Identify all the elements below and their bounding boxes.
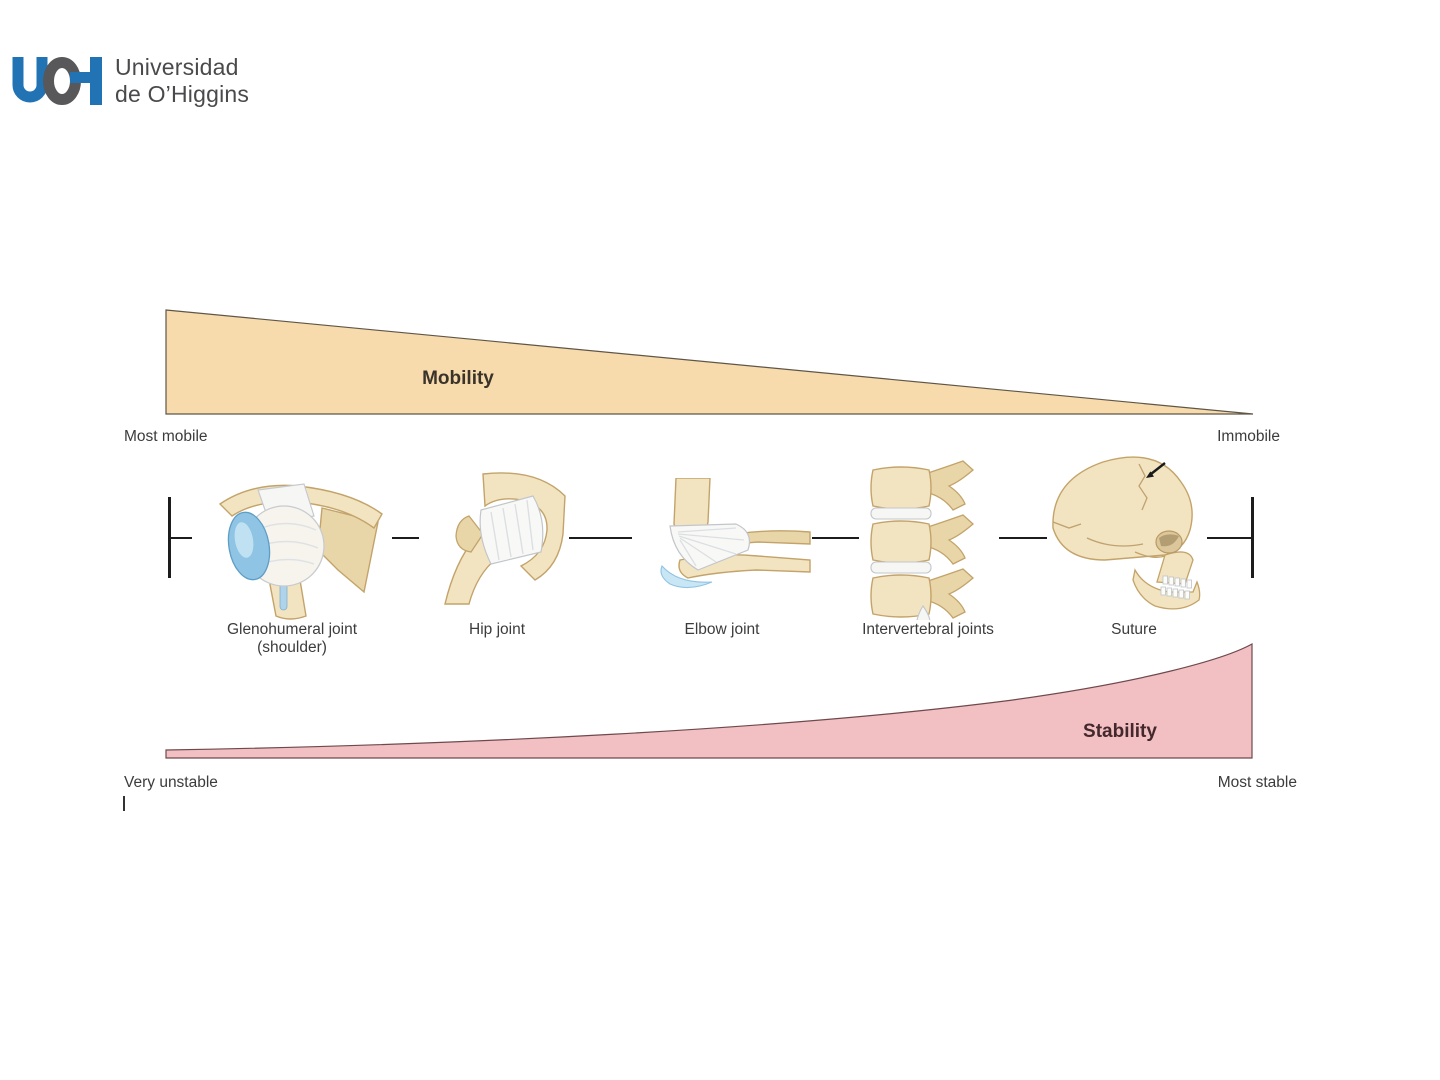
- hip-joint-illustration: [419, 470, 569, 605]
- shoulder-joint-icon: [218, 483, 383, 620]
- mobility-wedge-shape: [165, 309, 1254, 415]
- hip-joint-icon: [444, 472, 566, 605]
- teeth: [1160, 575, 1192, 600]
- university-logo: Universidad de O’Higgins: [12, 52, 372, 112]
- stability-curve: [165, 642, 1253, 759]
- stability-band-label: Stability: [1083, 721, 1157, 742]
- stability-wedge-shape: [165, 642, 1253, 759]
- axis-right-tick: [1251, 497, 1254, 578]
- university-name-line1: Universidad: [115, 54, 239, 80]
- coronal-suture-line: [1138, 463, 1148, 511]
- vertebrae-icon: [870, 460, 974, 629]
- most-stable-label: Most stable: [1217, 774, 1297, 791]
- university-name-line2: de O’Higgins: [115, 81, 250, 107]
- mobility-band-label: Mobility: [422, 368, 494, 389]
- uoh-logo-icon: [12, 57, 102, 105]
- elbow-joint-label: Elbow joint: [602, 621, 842, 639]
- axis-left-tick: [168, 497, 171, 578]
- very-unstable-label: Very unstable: [124, 774, 218, 791]
- intervertebral-joints-label: Intervertebral joints: [808, 621, 1048, 639]
- mobility-wedge: Mobility: [165, 307, 1255, 417]
- joint-label-line1: Suture: [1111, 621, 1157, 638]
- elbow-joint-icon: [660, 477, 811, 589]
- joint-label-line2: (shoulder): [257, 638, 327, 656]
- elbow-joint-illustration: [632, 477, 812, 603]
- joint-label-line1: Hip joint: [469, 621, 525, 638]
- most-mobile-label: Most mobile: [124, 428, 208, 445]
- glenohumeral-joint-label: Glenohumeral joint (shoulder): [172, 621, 412, 656]
- mobility-triangle: [165, 309, 1254, 415]
- logo-letter-u: [12, 57, 48, 103]
- joint-label-line1: Intervertebral joints: [862, 621, 994, 638]
- text-cursor[interactable]: [123, 796, 125, 811]
- joint-label-line1: Elbow joint: [684, 621, 760, 638]
- university-name: Universidad de O’Higgins: [115, 54, 249, 108]
- glenohumeral-joint-illustration: [192, 460, 392, 620]
- joint-label-line1: Glenohumeral joint: [226, 621, 358, 638]
- skull-icon: [1052, 456, 1201, 610]
- suture-illustration: [1047, 452, 1207, 620]
- suture-label: Suture: [1014, 621, 1254, 639]
- immobile-label: Immobile: [1217, 428, 1280, 445]
- suture-arrow-icon: [1146, 462, 1166, 478]
- stability-wedge: Stability: [165, 641, 1255, 761]
- intervertebral-joints-illustration: [859, 460, 999, 629]
- hip-joint-label: Hip joint: [377, 621, 617, 639]
